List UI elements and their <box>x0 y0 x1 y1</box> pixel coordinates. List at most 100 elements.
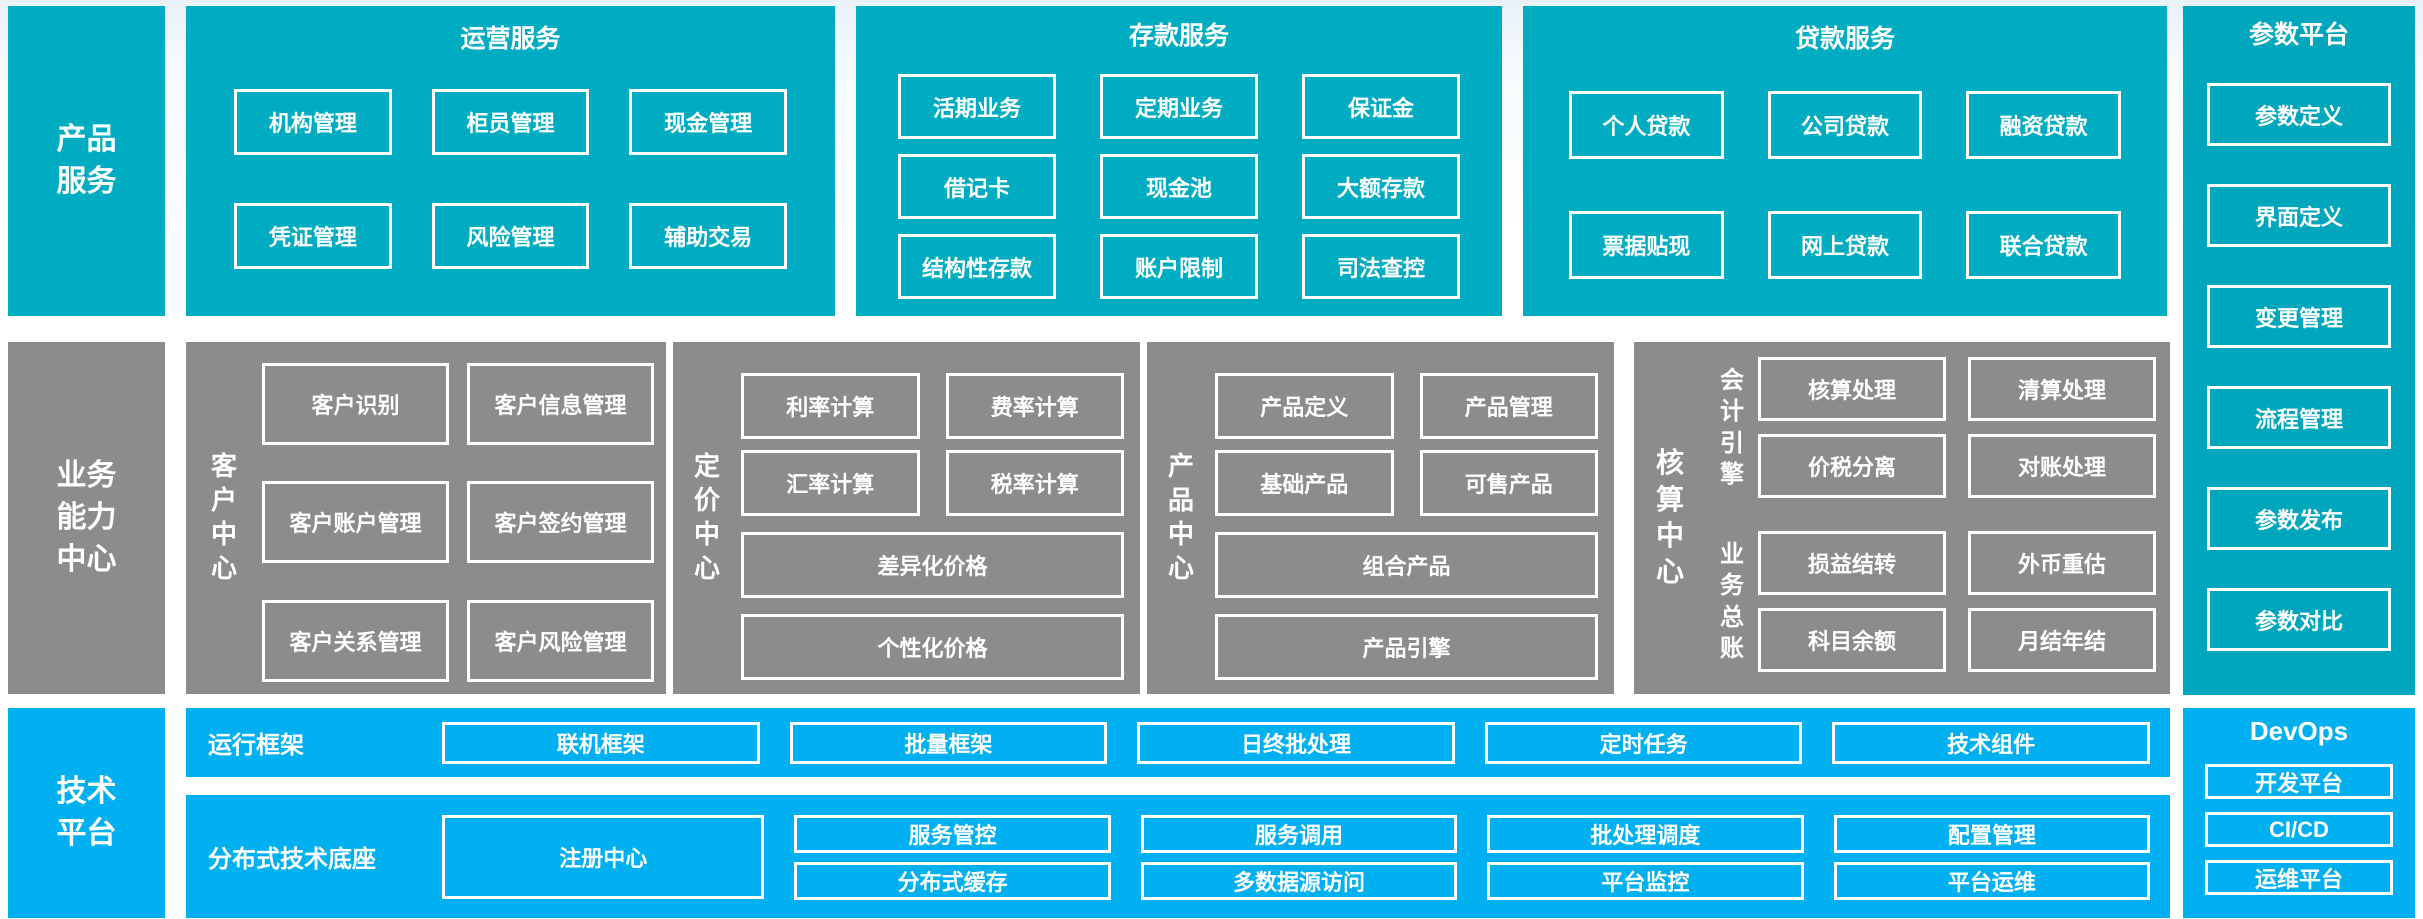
diagram-box: 风险管理 <box>431 203 590 269</box>
diagram-box: 参数对比 <box>2207 588 2391 651</box>
box-row: 联机框架 批量框架 日终批处理 定时任务 技术组件 <box>442 722 2150 764</box>
panel-runtime-framework: 运行框架 联机框架 批量框架 日终批处理 定时任务 技术组件 <box>186 708 2170 777</box>
diagram-box: 司法查控 <box>1302 234 1460 299</box>
diagram-box: 机构管理 <box>234 89 392 155</box>
diagram-box: 产品定义 <box>1215 373 1394 439</box>
diagram-box: 价税分离 <box>1758 434 1946 498</box>
diagram-box: 多数据源访问 <box>1140 862 1458 900</box>
box-column: 开发平台 CI/CD 运维平台 <box>2205 764 2393 895</box>
layer-label-product-services: 产品服务 <box>8 6 165 316</box>
box-grid: 核算处理 清算处理 价税分离 对账处理 <box>1758 357 2156 498</box>
diagram-box: 日终批处理 <box>1137 722 1455 764</box>
box-row: 注册中心 服务管控 分布式缓存 服务调用 多数据源访问 批处理调度 平台监控 配… <box>442 815 2151 900</box>
diagram-box: 批量框架 <box>789 722 1108 764</box>
panel-deposit-services: 存款服务 活期业务 定期业务 保证金 借记卡 现金池 大额存款 结构性存款 账户… <box>856 6 1502 316</box>
business-ledger-group: 业务总账 损益结转 外币重估 科目余额 月结年结 <box>1706 531 2156 672</box>
row-label: 运行框架 <box>208 732 304 759</box>
diagram-box: 活期业务 <box>898 74 1056 139</box>
panel-accounting-center: 核算中心 会计引擎 核算处理 清算处理 价税分离 对账处理 业务 <box>1634 342 2170 694</box>
diagram-box: CI/CD <box>2205 812 2393 847</box>
diagram-box: 保证金 <box>1302 74 1460 139</box>
diagram-box: 组合产品 <box>1215 532 1598 598</box>
layer-label-text: 业务能力中心 <box>56 459 117 576</box>
diagram-box: 注册中心 <box>442 815 765 899</box>
box-pair-column: 服务管控 分布式缓存 <box>794 815 1111 900</box>
box-grid: 活期业务 定期业务 保证金 借记卡 现金池 大额存款 结构性存款 账户限制 司法… <box>898 74 1460 299</box>
panel-pricing-center: 定价中心 利率计算 费率计算 汇率计算 税率计算 差异化价格 个性化价格 <box>673 342 1140 694</box>
diagram-box: 现金管理 <box>629 89 787 155</box>
diagram-box: 大额存款 <box>1302 154 1460 219</box>
diagram-box: 税率计算 <box>945 450 1124 516</box>
diagram-box: 流程管理 <box>2207 386 2391 449</box>
diagram-box: 平台运维 <box>1833 862 2151 900</box>
diagram-box: 借记卡 <box>898 154 1056 219</box>
box-grid: 利率计算 费率计算 汇率计算 税率计算 差异化价格 个性化价格 <box>741 373 1124 694</box>
diagram-box: 费率计算 <box>945 373 1124 439</box>
diagram-box: 凭证管理 <box>234 203 392 269</box>
accounting-engine-group: 会计引擎 核算处理 清算处理 价税分离 对账处理 <box>1706 357 2156 498</box>
panel-customer-center: 客户中心 客户识别 客户信息管理 客户账户管理 客户签约管理 客户关系管理 客户… <box>186 342 666 694</box>
layer-label-technology-platform: 技术平台 <box>8 708 165 918</box>
box-grid: 产品定义 产品管理 基础产品 可售产品 组合产品 产品引擎 <box>1215 373 1598 694</box>
diagram-box: 客户风险管理 <box>467 599 654 682</box>
panel-vertical-label: 产品中心 <box>1168 451 1195 583</box>
box-pair-column: 服务调用 多数据源访问 <box>1140 815 1458 900</box>
box-grid: 机构管理 柜员管理 现金管理 凭证管理 风险管理 辅助交易 <box>234 89 787 269</box>
panel-loan-services: 贷款服务 个人贷款 公司贷款 融资贷款 票据贴现 网上贷款 联合贷款 <box>1523 6 2167 316</box>
diagram-box: 辅助交易 <box>629 203 787 269</box>
box-grid: 个人贷款 公司贷款 融资贷款 票据贴现 网上贷款 联合贷款 <box>1569 91 2121 279</box>
panel-distributed-tech-base: 分布式技术底座 注册中心 服务管控 分布式缓存 服务调用 多数据源访问 批处理调… <box>186 795 2170 918</box>
group-vertical-label: 会计引擎 <box>1720 367 1744 488</box>
diagram-box: 定时任务 <box>1484 722 1803 764</box>
diagram-box: 联合贷款 <box>1966 211 2121 279</box>
diagram-box: 产品引擎 <box>1215 614 1598 680</box>
diagram-box: 服务管控 <box>794 815 1111 853</box>
diagram-box: 月结年结 <box>1968 608 2156 672</box>
diagram-box: 运维平台 <box>2205 860 2393 895</box>
diagram-box: 客户识别 <box>262 363 449 445</box>
panel-title: 存款服务 <box>1128 22 1229 50</box>
diagram-box: 利率计算 <box>741 373 920 439</box>
panel-title: DevOps <box>2249 716 2349 746</box>
diagram-box: 结构性存款 <box>898 234 1056 299</box>
row-label: 分布式技术底座 <box>208 846 376 873</box>
panel-vertical-label: 核算中心 <box>1656 447 1685 588</box>
diagram-box: 基础产品 <box>1215 450 1394 516</box>
diagram-box: 融资贷款 <box>1966 91 2121 159</box>
diagram-box: 现金池 <box>1100 154 1258 219</box>
diagram-box: 个人贷款 <box>1569 91 1724 159</box>
diagram-box: 客户账户管理 <box>262 481 449 564</box>
diagram-box: 清算处理 <box>1968 357 2156 421</box>
diagram-box: 科目余额 <box>1758 608 1946 672</box>
panel-vertical-label: 客户中心 <box>211 451 238 583</box>
diagram-box: 客户信息管理 <box>467 363 654 445</box>
diagram-box: 联机框架 <box>442 722 760 764</box>
diagram-box: 柜员管理 <box>431 89 590 155</box>
layer-label-text: 技术平台 <box>56 775 117 850</box>
diagram-box: 技术组件 <box>1832 722 2150 764</box>
diagram-box: 批处理调度 <box>1487 815 1804 853</box>
diagram-box: 可售产品 <box>1419 450 1598 516</box>
box-grid: 客户识别 客户信息管理 客户账户管理 客户签约管理 客户关系管理 客户风险管理 <box>262 363 654 694</box>
diagram-box: 网上贷款 <box>1767 211 1923 279</box>
diagram-box: 分布式缓存 <box>794 862 1111 900</box>
diagram-box: 界面定义 <box>2207 184 2391 247</box>
diagram-box: 服务调用 <box>1140 815 1458 853</box>
box-column: 参数定义 界面定义 变更管理 流程管理 参数发布 参数对比 <box>2207 83 2391 651</box>
panel-title: 参数平台 <box>2248 21 2349 49</box>
diagram-box: 定期业务 <box>1100 74 1258 139</box>
diagram-box: 核算处理 <box>1758 357 1946 421</box>
diagram-box: 参数发布 <box>2207 487 2391 550</box>
diagram-box: 外币重估 <box>1968 531 2156 595</box>
diagram-box: 账户限制 <box>1100 234 1258 299</box>
diagram-box: 损益结转 <box>1758 531 1946 595</box>
panel-title: 运营服务 <box>460 25 561 53</box>
panel-parameter-platform: 参数平台 参数定义 界面定义 变更管理 流程管理 参数发布 参数对比 <box>2183 6 2415 695</box>
diagram-box: 产品管理 <box>1419 373 1598 439</box>
diagram-box: 公司贷款 <box>1767 91 1923 159</box>
diagram-box: 客户签约管理 <box>467 481 654 564</box>
diagram-box: 汇率计算 <box>741 450 920 516</box>
panel-title: 贷款服务 <box>1794 25 1895 53</box>
layer-label-text: 产品服务 <box>56 123 117 198</box>
